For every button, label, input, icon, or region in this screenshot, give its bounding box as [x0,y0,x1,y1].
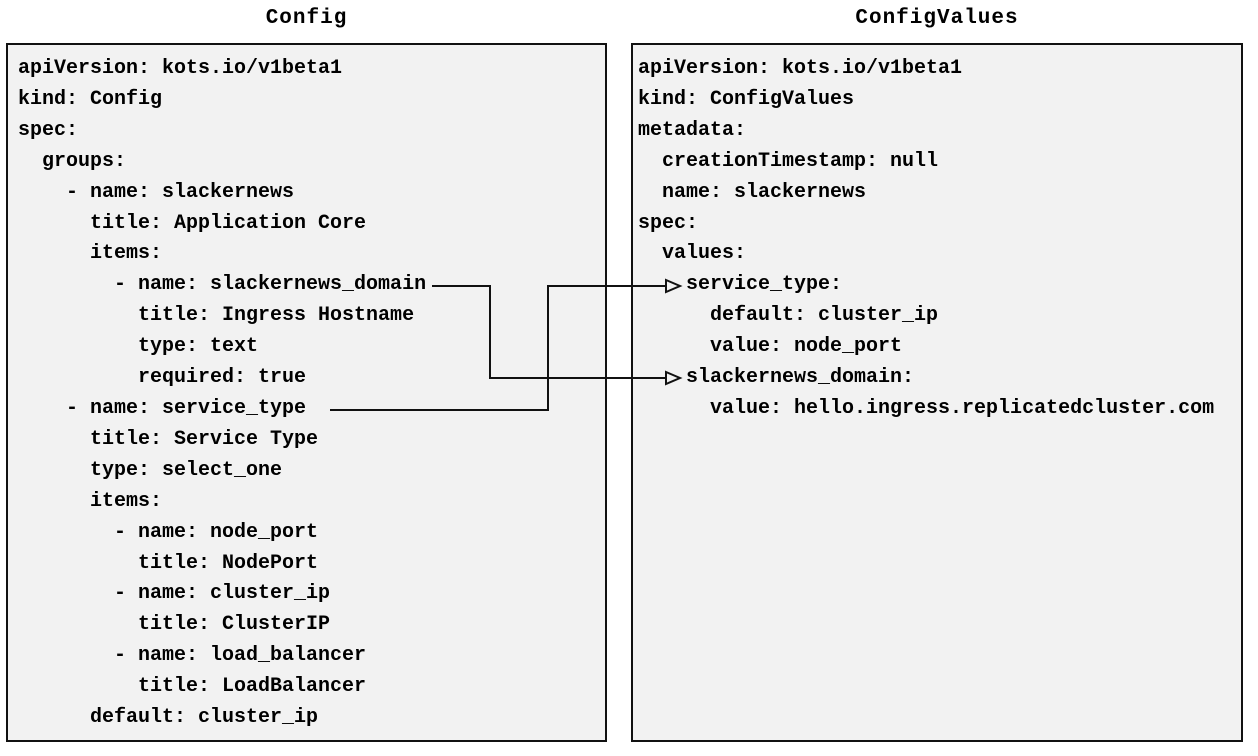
config-yaml-panel: apiVersion: kots.io/v1beta1 kind: Config… [6,43,607,742]
config-yaml-code: apiVersion: kots.io/v1beta1 kind: Config… [18,57,427,730]
right-panel-title: ConfigValues [855,7,1019,30]
left-panel-title: Config [265,7,348,30]
configvalues-yaml-code: apiVersion: kots.io/v1beta1 kind: Config… [638,57,1215,420]
configvalues-yaml-panel: apiVersion: kots.io/v1beta1 kind: Config… [631,43,1243,742]
